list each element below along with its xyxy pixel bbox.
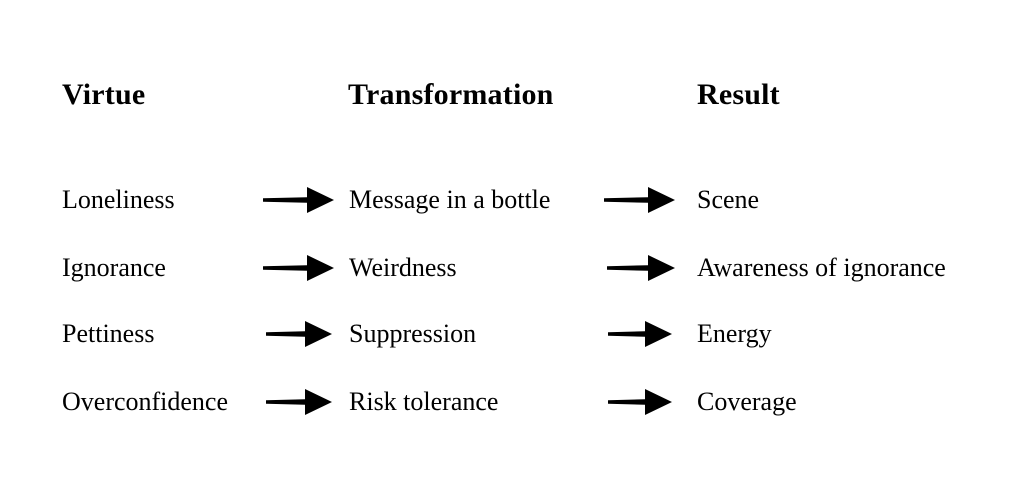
right-arrow-icon: [604, 180, 675, 220]
cell-virtue: Loneliness: [62, 185, 175, 214]
right-arrow-icon: [607, 248, 675, 288]
column-header-row: Virtue Transformation Result: [0, 78, 1024, 120]
column-header-result: Result: [697, 78, 780, 111]
right-arrow-icon: [266, 382, 332, 422]
cell-result: Coverage: [697, 387, 797, 416]
cell-transformation: Suppression: [349, 319, 477, 348]
column-header-transformation: Transformation: [348, 78, 554, 111]
right-arrow-icon: [263, 248, 334, 288]
cell-virtue: Ignorance: [62, 253, 166, 282]
table-row: Pettiness Suppression Energy: [0, 314, 1024, 354]
right-arrow-icon: [608, 314, 672, 354]
right-arrow-icon: [263, 180, 334, 220]
cell-result: Awareness of ignorance: [697, 253, 946, 282]
table-row: Ignorance Weirdness Awareness of ignoran…: [0, 248, 1024, 288]
cell-result: Scene: [697, 185, 760, 214]
cell-transformation: Weirdness: [349, 253, 457, 282]
cell-transformation: Risk tolerance: [349, 387, 499, 416]
cell-virtue: Overconfidence: [62, 387, 229, 416]
cell-transformation: Message in a bottle: [349, 185, 551, 214]
table-row: Loneliness Message in a bottle Scene: [0, 180, 1024, 220]
cell-virtue: Pettiness: [62, 319, 155, 348]
right-arrow-icon: [266, 314, 332, 354]
right-arrow-icon: [608, 382, 672, 422]
column-header-virtue: Virtue: [62, 78, 146, 111]
table-row: Overconfidence Risk tolerance Coverage: [0, 382, 1024, 422]
cell-result: Energy: [697, 319, 772, 348]
